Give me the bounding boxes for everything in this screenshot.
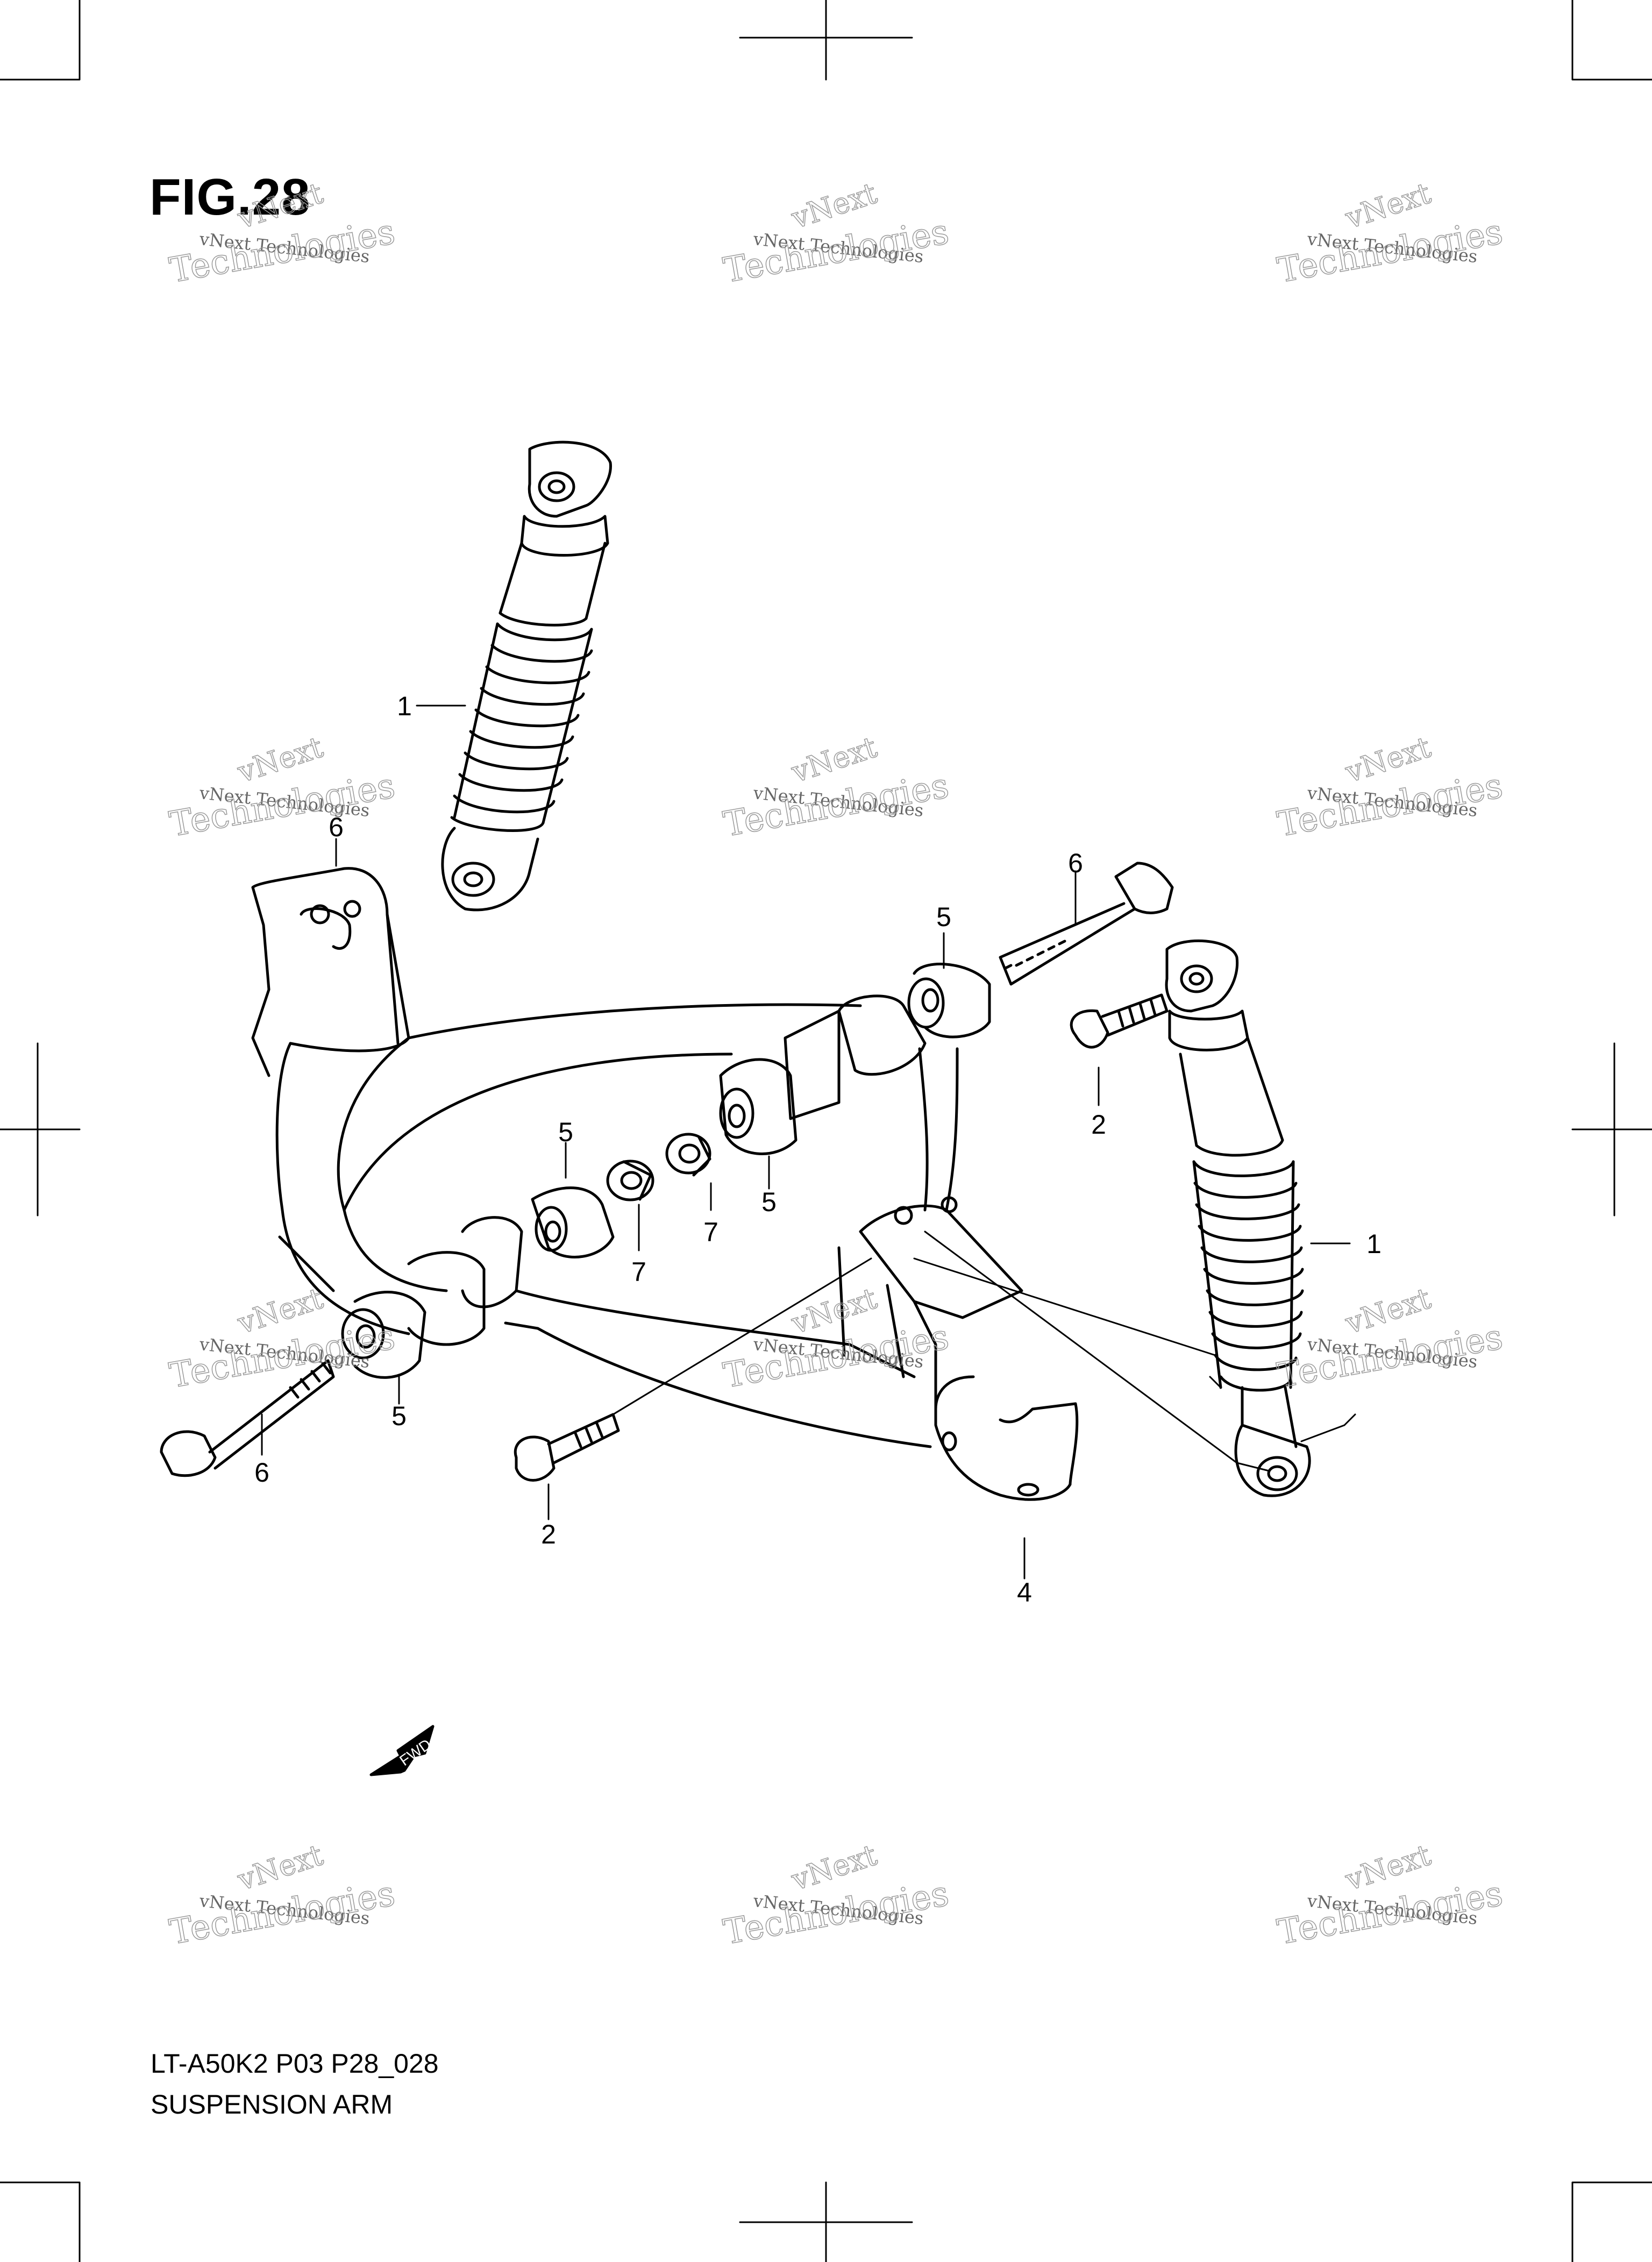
watermark-1-line3: Technologies <box>167 212 398 290</box>
shock-absorber-right <box>1165 939 1311 1497</box>
callout-5-left: 5 <box>391 1401 407 1431</box>
assembly-guide-lines <box>612 1230 1356 1472</box>
watermark-5-line3: Technologies <box>721 766 952 844</box>
callout-5-center: 5 <box>558 1117 573 1147</box>
callout-6-upper-right: 6 <box>1068 848 1083 878</box>
watermark-9-line3: Technologies <box>1274 1317 1506 1396</box>
pivot-bushings <box>341 963 991 1379</box>
callout-2-right: 2 <box>1091 1109 1106 1140</box>
callout-1-right: 1 <box>1366 1229 1382 1259</box>
bolts <box>160 862 1174 1482</box>
watermark-12-line3: Technologies <box>1274 1874 1506 1952</box>
callout-6-left: 6 <box>254 1457 269 1488</box>
callout-5-center-right: 5 <box>761 1187 777 1217</box>
callout-4: 4 <box>1017 1577 1032 1607</box>
watermark-7-line3: Technologies <box>167 1317 398 1396</box>
callout-5-top: 5 <box>936 902 951 932</box>
callout-7-center-left: 7 <box>631 1257 646 1287</box>
suspension-arm-frame <box>251 867 1079 1501</box>
watermark-6-line3: Technologies <box>1274 766 1506 844</box>
watermark-10-line3: Technologies <box>167 1874 398 1952</box>
callout-leaders <box>261 705 1351 1580</box>
callout-6-top-left: 6 <box>329 812 344 842</box>
shock-absorber-upper <box>441 440 612 912</box>
callout-2-left: 2 <box>541 1519 556 1549</box>
watermark-2-line3: Technologies <box>721 212 952 290</box>
diagram-code: LT-A50K2 P03 P28_028 <box>151 2048 439 2079</box>
watermark-4-line3: Technologies <box>167 766 398 844</box>
watermark-11-line3: Technologies <box>721 1874 952 1952</box>
diagram-name: SUSPENSION ARM <box>151 2089 393 2119</box>
watermark-3-line3: Technologies <box>1274 212 1506 290</box>
callout-1-upper: 1 <box>397 691 412 721</box>
fwd-arrow-icon <box>369 1725 435 1776</box>
callout-7-center-right: 7 <box>703 1217 718 1247</box>
figure-title: FIG.28 <box>149 168 311 226</box>
